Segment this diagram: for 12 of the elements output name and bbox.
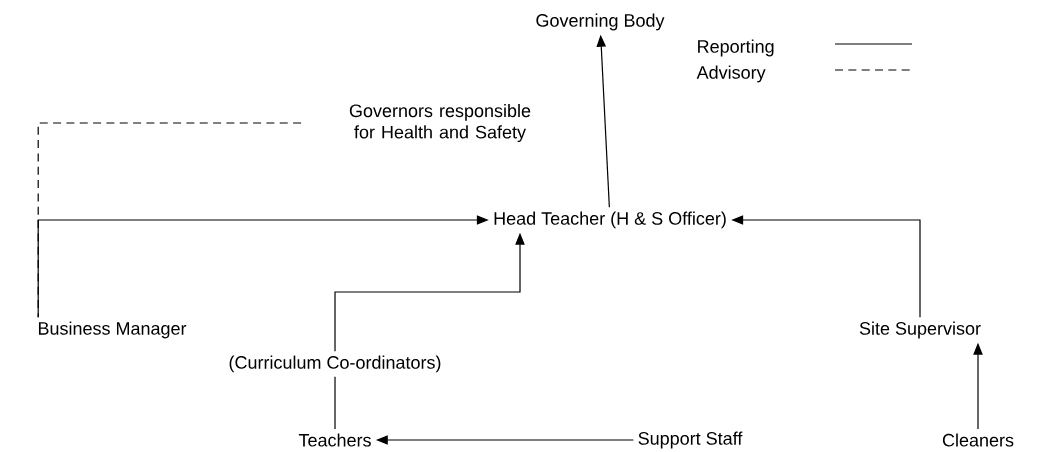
legend-label: Advisory: [696, 65, 766, 83]
role-label: Governors responsible for Health and Safety: [349, 103, 531, 143]
role-label: Cleaners: [942, 433, 1014, 447]
role-label: Governing Body: [536, 13, 665, 31]
role-label: Site Supervisor: [859, 321, 981, 339]
connector-line: [334, 376, 336, 430]
role-label: Business Manager: [38, 321, 187, 339]
role-label: Head Teacher (H & S Officer): [494, 211, 726, 229]
role-label: (Curriculum Co-ordinators): [229, 355, 441, 373]
role-label: Support Staff: [638, 431, 743, 449]
legend-label: Reporting: [698, 39, 774, 57]
role-label: Teachers: [298, 433, 371, 447]
